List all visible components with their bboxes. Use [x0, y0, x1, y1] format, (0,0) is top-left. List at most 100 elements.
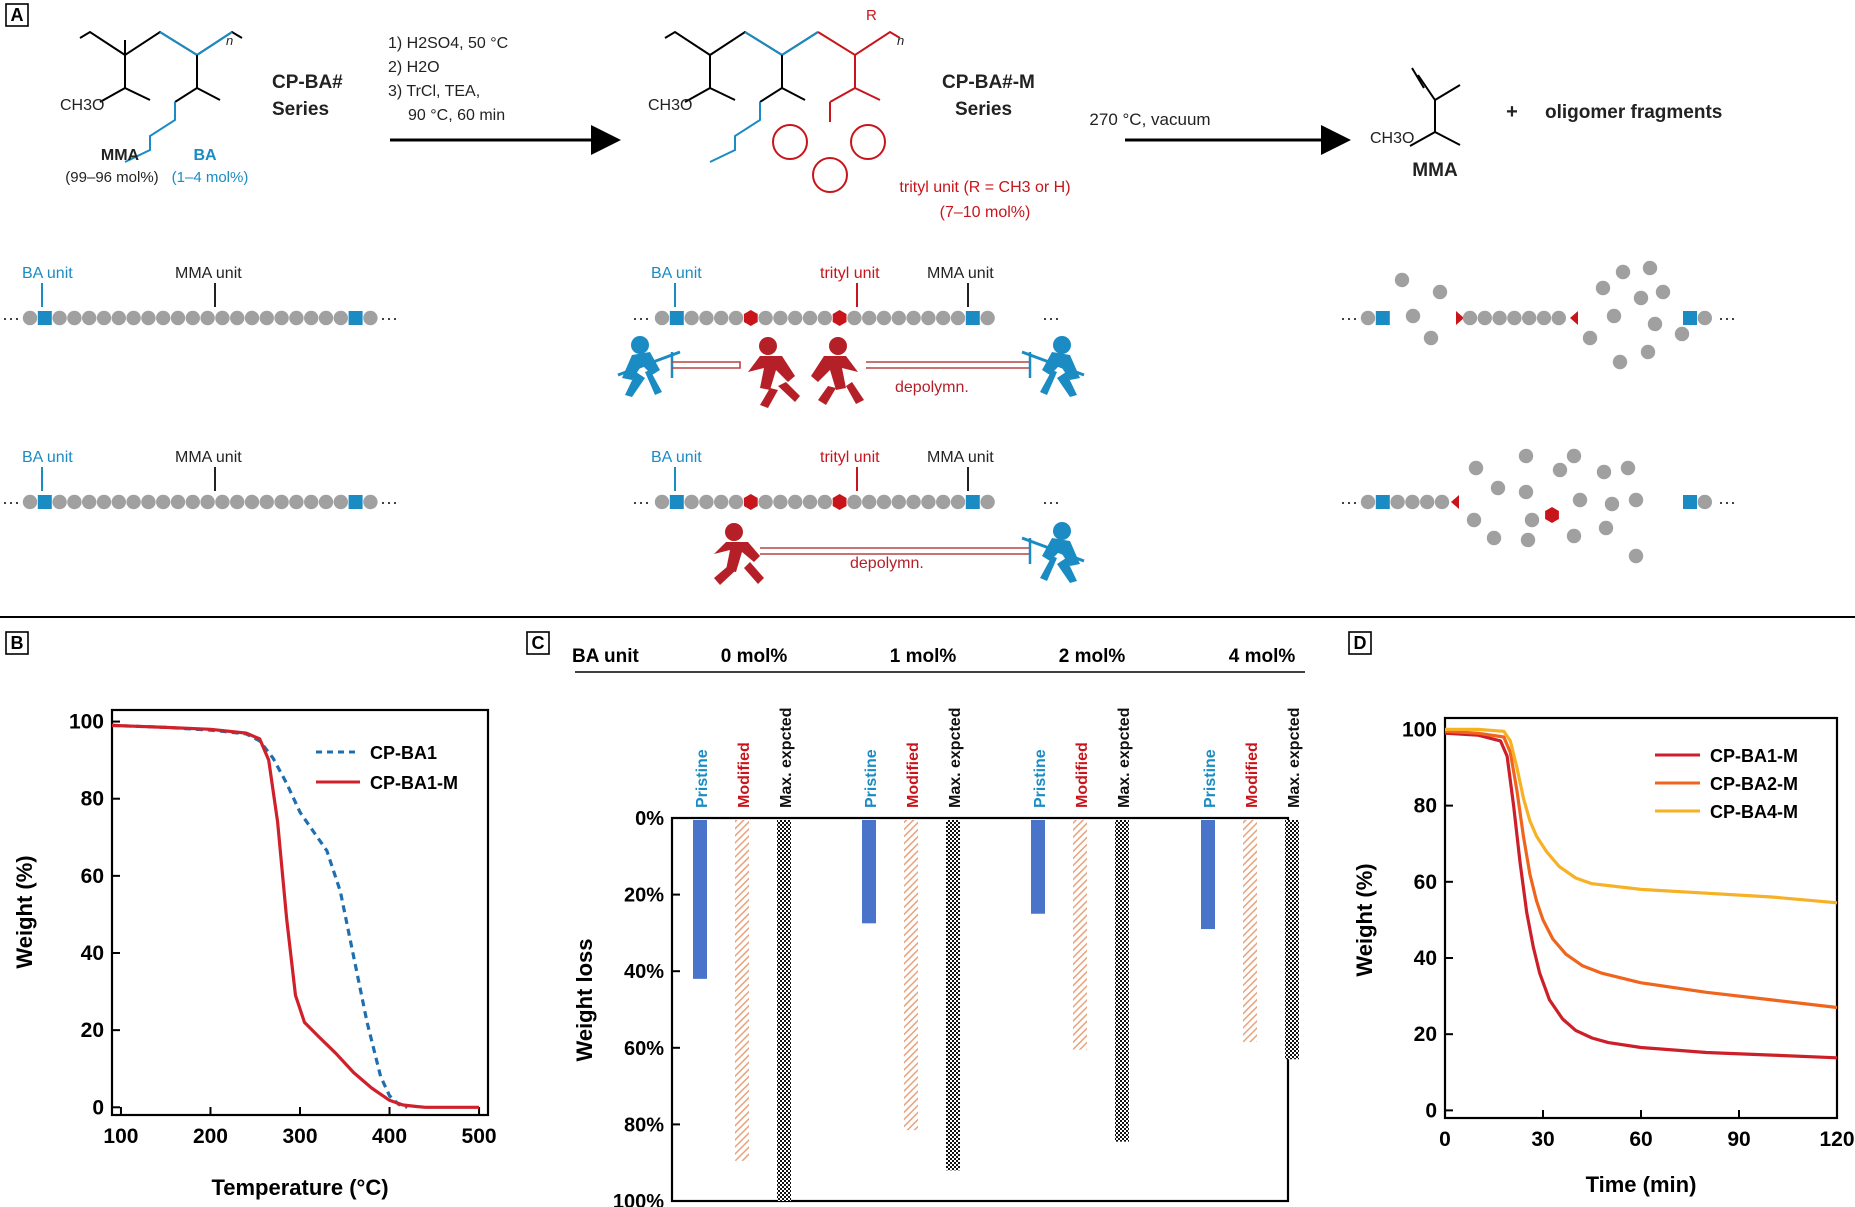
free-mma-monomer — [1520, 532, 1536, 548]
modified-copolymer-structure — [664, 30, 901, 193]
chain-ellipsis-left-4: ··· — [632, 492, 650, 512]
mma-unit-bead — [906, 310, 921, 326]
mma-unit-bead — [876, 494, 892, 510]
ba-unit-bead — [965, 311, 980, 325]
panel-c-bar-max-expcted — [1115, 820, 1129, 1142]
mma-unit-bead — [141, 494, 156, 510]
chain-ellipsis-left-6: ··· — [1340, 492, 1358, 512]
panel-b-ytick-label: 40 — [81, 942, 104, 965]
mma-unit-bead — [1697, 494, 1713, 510]
mma-unit-bead — [1697, 310, 1713, 326]
mma-unit-bead — [170, 494, 186, 510]
mma-unit-bead — [22, 494, 38, 510]
trityl-unit-bead — [743, 494, 758, 510]
mma-unit-bead — [654, 494, 670, 510]
mma-unit-bead — [728, 494, 744, 510]
free-mma-monomer — [1642, 260, 1658, 276]
chain-ellipsis-right-1: ··· — [380, 308, 398, 328]
free-mma-monomer — [1596, 464, 1612, 480]
panel-d-series-cp-ba2-m — [1444, 729, 1838, 1010]
panel-d-ytick-label: 100 — [1402, 718, 1437, 741]
free-mma-monomer — [1468, 460, 1484, 476]
trityl-figure-left-icon — [748, 337, 800, 408]
panel-c-group-label: 4 mol% — [1229, 646, 1296, 667]
panel-c-bar-label: Pristine — [694, 749, 711, 808]
mma-unit-bead — [96, 310, 112, 326]
copolymer-structure — [79, 30, 243, 163]
free-mma-monomer — [1598, 520, 1614, 536]
mma-unit-bead — [333, 310, 348, 326]
tug-of-war-row2: depolymn. — [714, 522, 1085, 585]
knight-right-icon-2 — [1021, 522, 1085, 583]
chain-ellipsis-right-4: ··· — [1042, 492, 1060, 512]
chain-ellipsis-right-3: ··· — [380, 492, 398, 512]
panel-c-bar-pristine — [862, 820, 876, 924]
mma-unit-bead — [259, 494, 274, 510]
panel-b-series-cp-ba1-m — [111, 723, 479, 1109]
trityl-unit-label-1: trityl unit — [820, 265, 880, 282]
mma-unit-bead — [802, 494, 818, 510]
mma-unit-bead — [289, 494, 304, 510]
mma-unit-bead — [289, 310, 304, 326]
ch3o-label-3: CH3O — [1370, 130, 1414, 147]
ba-unit-label-1: BA unit — [22, 265, 73, 282]
mma-unit-bead — [185, 310, 200, 326]
panel-c-bar-label: Modified — [736, 742, 753, 808]
free-mma-monomer — [1628, 548, 1644, 564]
panel-b-series-cp-ba1 — [111, 723, 408, 1109]
mma-unit-bead — [1492, 310, 1507, 326]
mma-unit-bead — [304, 310, 319, 326]
panel-c-bar-label: Modified — [905, 742, 922, 808]
chain-ellipsis-left-1: ··· — [2, 308, 20, 328]
ba-unit-bead — [669, 495, 684, 509]
panel-d-ylabel: Weight (%) — [1352, 863, 1377, 976]
mma-unit-bead — [52, 494, 67, 510]
mma-unit-bead — [862, 310, 877, 326]
mma-unit-bead — [67, 310, 82, 326]
mma-unit-bead — [1420, 494, 1435, 510]
panel-c-bar-pristine — [1201, 820, 1215, 930]
chain-ellipsis-right-2: ··· — [1042, 308, 1060, 328]
trityl-figure-right-icon — [811, 337, 864, 405]
free-mma-monomer — [1518, 448, 1534, 464]
mma-unit-bead — [847, 310, 862, 326]
free-mma-monomer — [1582, 330, 1598, 346]
free-mma-monomer — [1394, 272, 1410, 288]
mma-unit-bead — [684, 310, 699, 326]
ba-unit-bead — [1683, 311, 1697, 325]
ba-unit-bead — [348, 495, 363, 509]
ba-unit-bead — [348, 311, 363, 325]
free-mma-monomer — [1604, 496, 1620, 512]
mma-unit-bead — [773, 494, 788, 510]
fragment-right-2 — [1683, 494, 1713, 510]
free-mma-monomer — [1606, 308, 1622, 324]
ba-unit-label-2: BA unit — [651, 265, 702, 282]
mma-unit-bead — [1507, 310, 1522, 326]
chain-ellipsis-left-2: ··· — [632, 308, 650, 328]
mma-unit-bead — [654, 310, 670, 326]
mma-unit-bead — [699, 494, 714, 510]
mma-unit-bead — [802, 310, 818, 326]
fragment-left-1 — [1360, 310, 1390, 326]
depolymn-label-2: depolymn. — [850, 555, 924, 572]
mma-unit-bead — [788, 310, 803, 326]
mma-unit-bead — [52, 310, 67, 326]
depolymn-label-1: depolymn. — [895, 379, 969, 396]
panel-d-xtick-label: 60 — [1629, 1128, 1652, 1151]
mma-unit-bead — [1462, 310, 1478, 326]
panel-b-label: B — [11, 633, 24, 653]
mma-unit-bead — [1360, 310, 1376, 326]
panel-b-ytick-label: 80 — [81, 788, 104, 811]
free-mma-monomer — [1405, 308, 1421, 324]
mma-unit-bead — [230, 310, 245, 326]
mma-unit-bead — [1360, 494, 1376, 510]
trityl-figure-pull-icon — [714, 523, 764, 585]
mma-unit-bead — [126, 494, 141, 510]
mma-unit-bead — [200, 494, 215, 510]
panel-c: C BA unit 0%20%40%60%80%100%0 mol%Pristi… — [526, 631, 1305, 1207]
panel-d-series — [1444, 727, 1838, 1060]
oligomer-label: oligomer fragments — [1545, 102, 1722, 123]
ba-unit-bead — [1375, 311, 1390, 325]
